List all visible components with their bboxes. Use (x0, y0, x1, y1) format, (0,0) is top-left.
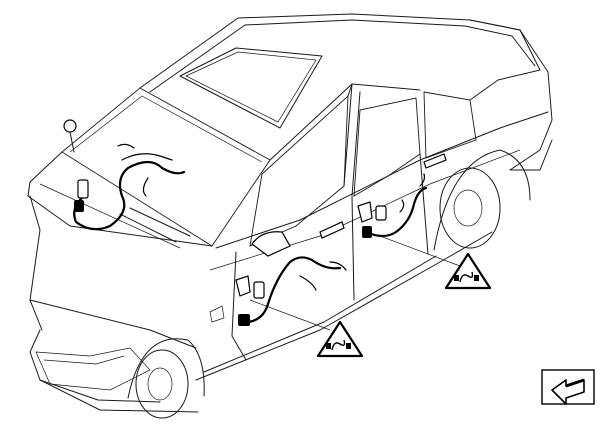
wiring-callout-icon (316, 320, 364, 358)
rear-door-wiring-harness (357, 173, 428, 238)
car-body (27, 13, 553, 419)
front-door-wiring-harness (235, 256, 347, 326)
leader-lines (249, 235, 461, 331)
wiring-callout-icon (444, 252, 492, 290)
dash-wiring-harness (63, 119, 186, 231)
return-arrow-icon[interactable] (541, 369, 595, 405)
